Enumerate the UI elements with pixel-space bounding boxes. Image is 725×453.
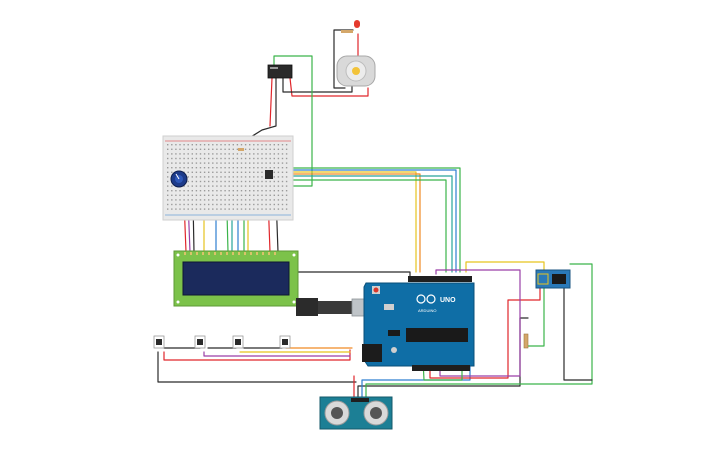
resistor-icon[interactable]	[341, 30, 353, 33]
led-icon[interactable]	[354, 20, 360, 28]
led-component[interactable]	[341, 20, 360, 33]
board-model-label: ARDUINO	[418, 308, 436, 313]
digital-header[interactable]	[408, 276, 472, 282]
button-cap-icon	[235, 339, 241, 345]
board-brand-label: UNO	[440, 297, 456, 304]
wire-relay-green[interactable]	[273, 55, 313, 187]
wire-relay-red[interactable]	[269, 77, 273, 127]
wire-lcd-arduino-black[interactable]	[295, 271, 411, 281]
module-chip-icon	[552, 274, 566, 284]
wire-sensor-2[interactable]	[357, 317, 529, 399]
relay-label-icon	[270, 67, 278, 69]
motor-shaft-icon	[352, 67, 360, 75]
ultrasonic-sensor[interactable]	[319, 396, 393, 430]
wire-esp-black[interactable]	[563, 287, 593, 381]
potentiometer-knob-icon	[175, 173, 180, 180]
breadboard-holes	[167, 144, 288, 210]
relay[interactable]	[267, 64, 293, 79]
button-cap-icon	[156, 339, 162, 345]
wire-buttons-gnd[interactable]	[157, 351, 357, 383]
wire-bb-arduino-green2[interactable]	[225, 179, 447, 273]
antenna-icon	[537, 273, 549, 285]
wire-sensor-4[interactable]	[365, 263, 593, 399]
wire-relay-motor-black[interactable]	[282, 77, 353, 93]
wire-esp-green[interactable]	[527, 287, 545, 347]
wire-esp-yellow[interactable]	[465, 261, 545, 273]
lcd-display[interactable]	[173, 250, 299, 307]
push-button-2[interactable]	[194, 335, 206, 349]
button-cap-icon	[282, 339, 288, 345]
resistor-right[interactable]	[523, 333, 529, 349]
usb-cable[interactable]	[296, 298, 367, 317]
button-cap-icon	[197, 339, 203, 345]
wifi-module[interactable]	[535, 269, 571, 289]
transistor-icon[interactable]	[265, 170, 273, 179]
arduino-uno[interactable]: UNO ARDUINO	[362, 276, 475, 371]
bb-resistor-icon[interactable]	[238, 148, 244, 151]
power-jack-icon	[362, 344, 382, 362]
analog-header[interactable]	[412, 365, 470, 371]
push-buttons	[153, 335, 291, 349]
wire-bb-arduino-green[interactable]	[261, 167, 461, 273]
reset-button-icon[interactable]	[373, 287, 379, 293]
dc-motor[interactable]	[336, 55, 376, 87]
potentiometer[interactable]	[170, 170, 188, 188]
wire-btn1-red[interactable]	[163, 349, 351, 361]
lcd-screen	[182, 261, 290, 296]
wire-btn2-purple[interactable]	[203, 351, 351, 357]
wire-bb-arduino-teal[interactable]	[231, 175, 453, 273]
breadboard[interactable]	[162, 135, 294, 221]
push-button-3[interactable]	[232, 335, 244, 349]
wire-esp-red[interactable]	[429, 287, 541, 379]
lcd-pins	[184, 252, 276, 255]
push-button-4[interactable]	[279, 335, 291, 349]
wire-esp-purple[interactable]	[435, 269, 521, 377]
arduino-logo-icon	[416, 294, 436, 304]
wire-relay-black[interactable]	[245, 77, 277, 141]
push-button-1[interactable]	[153, 335, 165, 349]
wire-relay-motor-red[interactable]	[289, 77, 369, 97]
microcontroller-chip-icon	[406, 328, 468, 342]
wire-bb-arduino-blue[interactable]	[237, 169, 457, 273]
